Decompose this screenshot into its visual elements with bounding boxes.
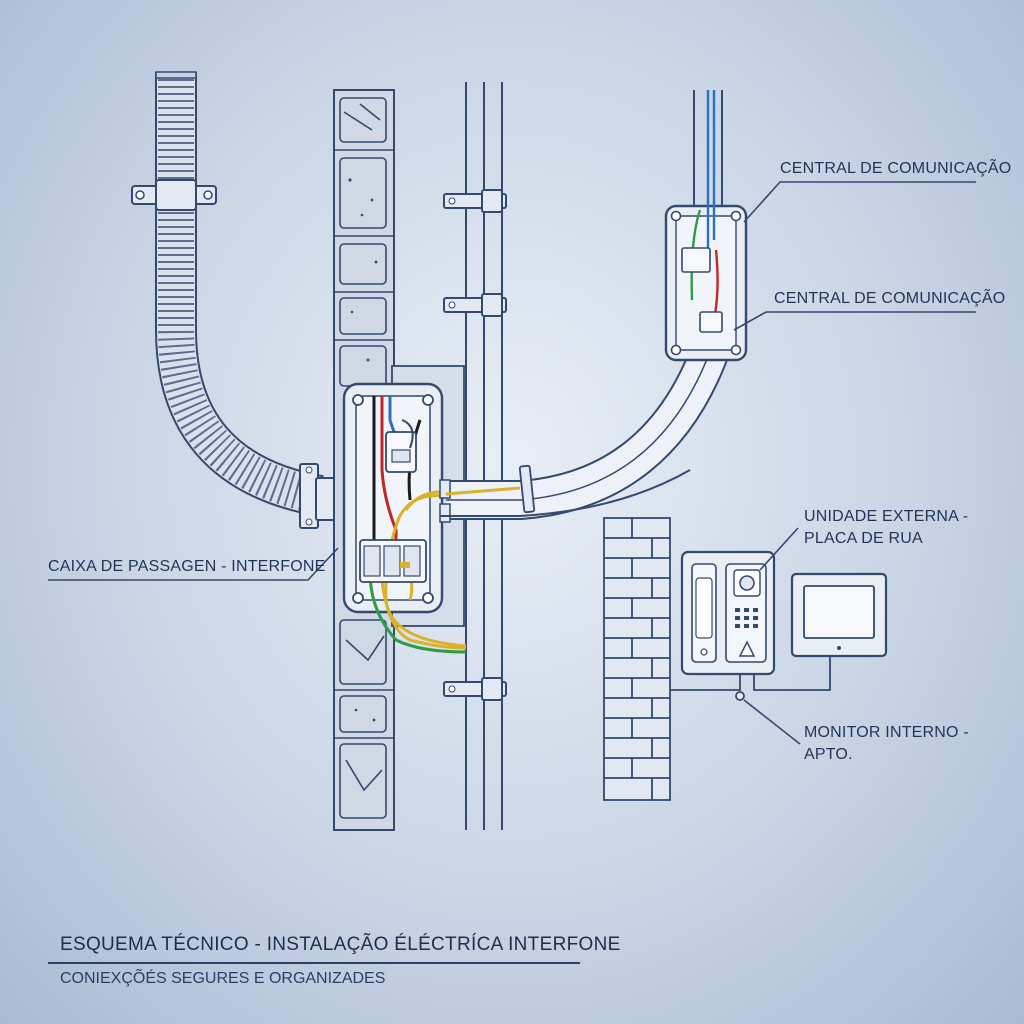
indoor-monitor-icon: [790, 572, 888, 658]
box-connector-icon: [439, 479, 451, 523]
conduit-clamp-icon: [131, 179, 217, 211]
label-unidade-line2: PLACA DE RUA: [804, 530, 923, 547]
label-central-top: CENTRAL DE COMUNICAÇÃO: [780, 160, 1012, 177]
label-monitor-line2: APTO.: [804, 746, 853, 763]
label-caixa: CAIXA DE PASSAGEN - INTERFONE: [48, 558, 326, 575]
panel-monitor-wiring: [670, 656, 831, 701]
exit-cable: [440, 469, 691, 517]
footer-title: ESQUEMA TÉCNICO - INSTALAÇÃO ÉLÉCTRÍCA I…: [60, 934, 621, 955]
terminal-block-icon: [385, 419, 417, 473]
pipe-strap-icon: [443, 189, 507, 701]
label-central-mid: CENTRAL DE COMUNICAÇÃO: [774, 290, 1006, 307]
label-monitor-line1: MONITOR INTERNO -: [804, 724, 969, 741]
footer-subtitle: CONIEXÇÕÉS SEGURES E ORGANIZADES: [60, 970, 386, 987]
communication-central-icon: [664, 90, 748, 362]
leader-lines: [48, 181, 976, 745]
label-unidade-line1: UNIDADE EXTERNA -: [804, 508, 969, 525]
brick-wall-icon: [603, 517, 671, 801]
title-underline: [48, 962, 580, 964]
curved-conduit: [446, 339, 731, 520]
terminal-block-icon: [359, 539, 427, 583]
corrugated-conduit: [155, 71, 325, 517]
intercom-panel-icon: [680, 550, 776, 676]
